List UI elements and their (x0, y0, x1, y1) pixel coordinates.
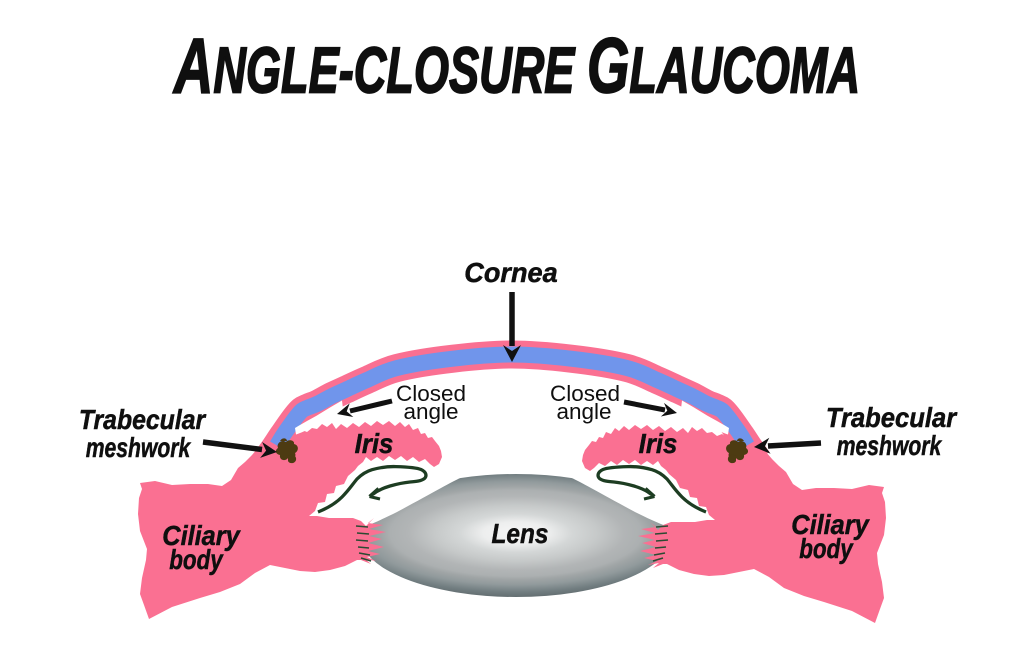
svg-text:Lens: Lens (492, 517, 549, 549)
svg-text:Closed: Closed (396, 381, 466, 406)
svg-text:ANGLE-CLOSURE GLAUCOMA: ANGLE-CLOSURE GLAUCOMA (172, 23, 860, 110)
svg-text:meshwork: meshwork (837, 431, 943, 461)
svg-text:Iris: Iris (355, 428, 394, 459)
svg-text:Ciliary: Ciliary (162, 520, 241, 551)
svg-text:Iris: Iris (639, 428, 678, 459)
svg-text:angle: angle (403, 399, 458, 424)
svg-text:meshwork: meshwork (86, 433, 192, 463)
svg-text:Ciliary: Ciliary (791, 509, 870, 540)
svg-text:angle: angle (556, 399, 611, 424)
svg-text:Closed: Closed (550, 381, 620, 406)
svg-text:body: body (799, 534, 854, 565)
svg-text:Trabecular: Trabecular (826, 402, 958, 433)
svg-text:Cornea: Cornea (464, 257, 557, 288)
svg-text:body: body (169, 545, 224, 576)
svg-text:Trabecular: Trabecular (79, 404, 207, 436)
